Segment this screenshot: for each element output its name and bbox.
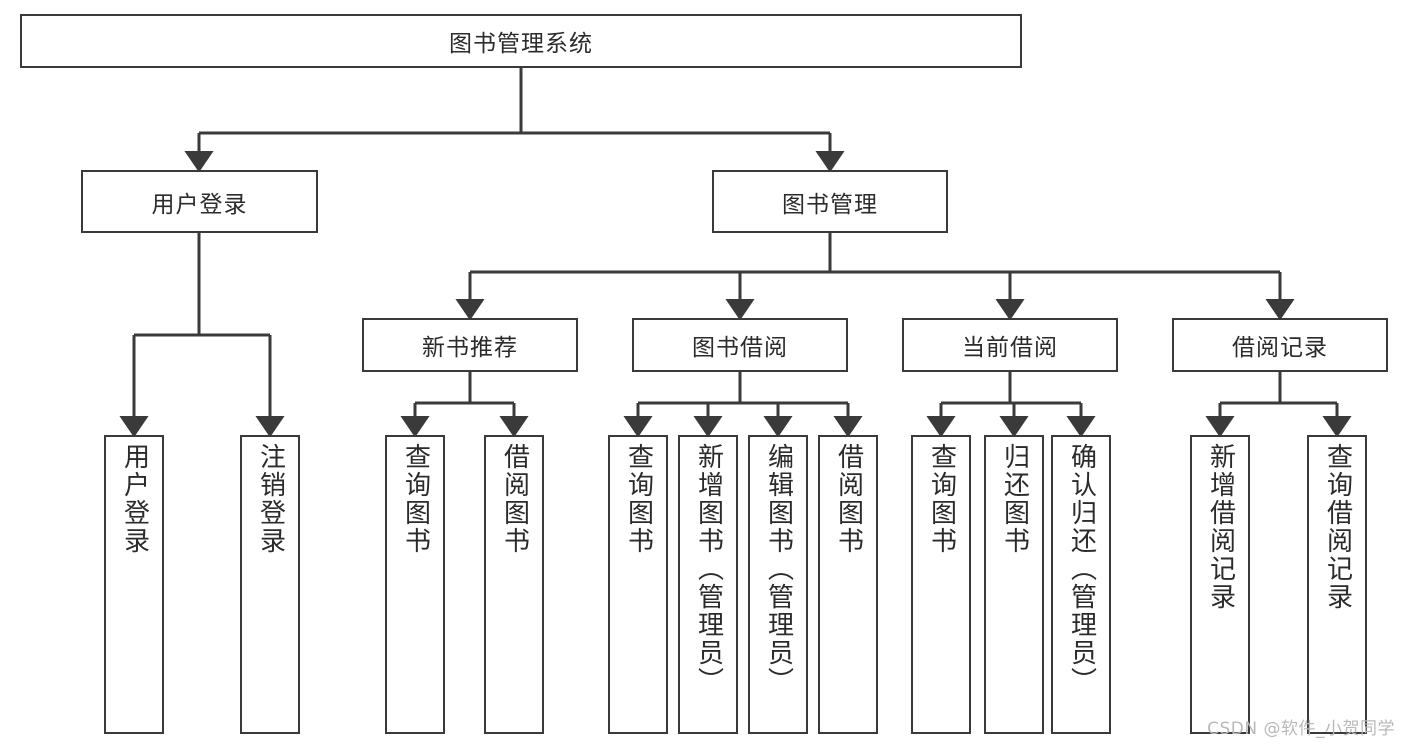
node-user-login[interactable]: 用户登录 <box>81 170 318 233</box>
node-leaf-rec-query-book[interactable]: 查询图书 <box>385 435 445 734</box>
node-leaf-borrow-query-book-label: 查询图书 <box>623 443 654 555</box>
node-leaf-user-login-label: 用户登录 <box>119 443 150 555</box>
node-root-label: 图书管理系统 <box>449 31 593 57</box>
node-leaf-current-return-book[interactable]: 归还图书 <box>984 435 1044 734</box>
node-leaf-record-add-label: 新增借阅记录 <box>1205 443 1236 611</box>
node-book-manage-label: 图书管理 <box>782 191 878 218</box>
node-new-book-rec[interactable]: 新书推荐 <box>362 318 578 372</box>
node-leaf-borrow-borrow-book-label: 借阅图书 <box>833 443 864 555</box>
node-new-book-rec-label: 新书推荐 <box>422 335 518 361</box>
watermark: CSDN @软件_小贺同学 <box>1207 719 1395 739</box>
node-leaf-rec-borrow-book-label: 借阅图书 <box>499 443 530 555</box>
node-leaf-borrow-edit-book-label: 编辑图书（管理员） <box>763 443 794 695</box>
node-leaf-borrow-add-book-label: 新增图书（管理员） <box>693 443 724 695</box>
node-leaf-user-logout-label: 注销登录 <box>255 443 286 555</box>
node-borrow-record-label: 借阅记录 <box>1232 335 1328 361</box>
node-leaf-rec-borrow-book[interactable]: 借阅图书 <box>484 435 544 734</box>
node-leaf-current-confirm-return[interactable]: 确认归还（管理员） <box>1051 435 1111 734</box>
node-leaf-user-login[interactable]: 用户登录 <box>104 435 164 734</box>
node-leaf-user-logout[interactable]: 注销登录 <box>240 435 300 734</box>
node-book-borrow-label: 图书借阅 <box>692 335 788 361</box>
node-leaf-record-query-label: 查询借阅记录 <box>1322 443 1353 611</box>
node-leaf-borrow-add-book[interactable]: 新增图书（管理员） <box>678 435 738 734</box>
node-borrow-record[interactable]: 借阅记录 <box>1172 318 1388 372</box>
node-leaf-current-query-book[interactable]: 查询图书 <box>911 435 971 734</box>
node-book-manage[interactable]: 图书管理 <box>712 170 948 233</box>
node-root[interactable]: 图书管理系统 <box>20 14 1022 68</box>
node-leaf-current-return-book-label: 归还图书 <box>999 443 1030 555</box>
node-leaf-current-confirm-return-label: 确认归还（管理员） <box>1066 443 1097 695</box>
node-current-borrow[interactable]: 当前借阅 <box>902 318 1118 372</box>
node-user-login-label: 用户登录 <box>151 191 248 218</box>
node-current-borrow-label: 当前借阅 <box>962 335 1058 361</box>
node-leaf-borrow-query-book[interactable]: 查询图书 <box>608 435 668 734</box>
node-leaf-record-query[interactable]: 查询借阅记录 <box>1307 435 1367 734</box>
node-leaf-current-query-book-label: 查询图书 <box>926 443 957 555</box>
node-leaf-rec-query-book-label: 查询图书 <box>400 443 431 555</box>
node-leaf-borrow-edit-book[interactable]: 编辑图书（管理员） <box>748 435 808 734</box>
node-book-borrow[interactable]: 图书借阅 <box>632 318 848 372</box>
node-leaf-borrow-borrow-book[interactable]: 借阅图书 <box>818 435 878 734</box>
node-leaf-record-add[interactable]: 新增借阅记录 <box>1190 435 1250 734</box>
